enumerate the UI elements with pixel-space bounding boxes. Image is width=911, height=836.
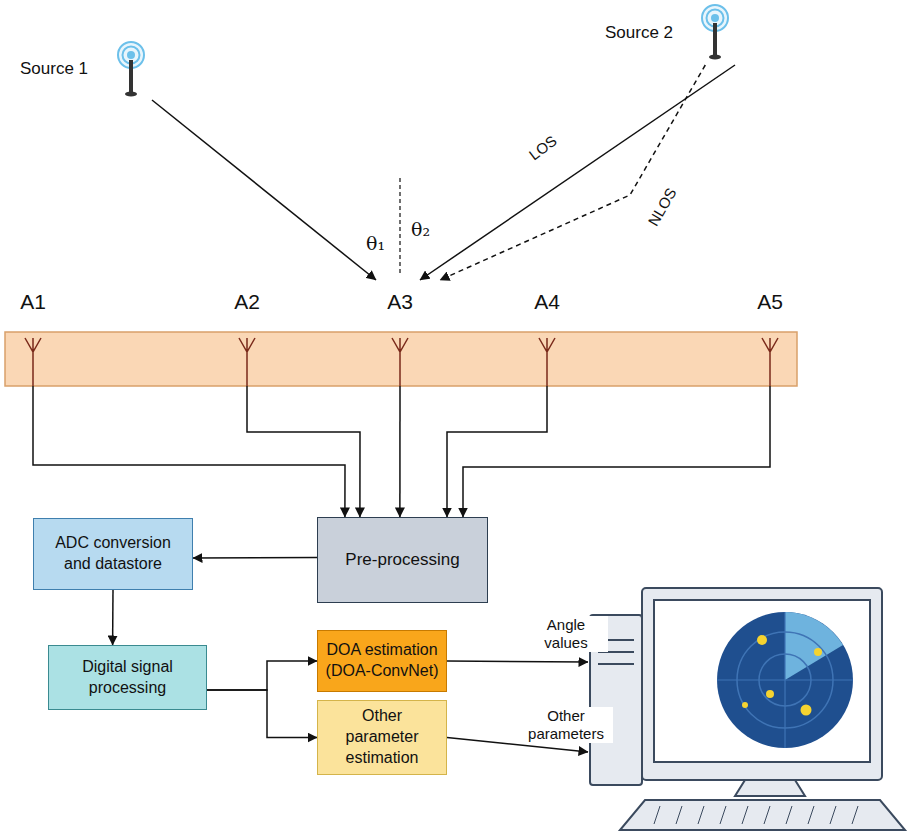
angle-label: θ₁	[366, 232, 385, 255]
edge-label: NLOS	[643, 183, 681, 231]
process-box: Other parameter estimation	[317, 700, 447, 775]
antenna-symbol	[239, 338, 255, 386]
normal-line	[399, 178, 400, 276]
keyboard-key	[742, 806, 748, 824]
box-text: DOA estimation (DOA-ConvNet)	[324, 640, 440, 682]
connector	[447, 386, 547, 517]
source-icon	[118, 42, 144, 97]
box-text: Pre-processing	[345, 549, 459, 571]
antenna-label: A2	[234, 290, 260, 314]
antenna-symbol	[762, 338, 778, 386]
antenna-label: A3	[387, 290, 413, 314]
text-group: ADC conversion and datastore	[40, 533, 186, 575]
text-group: A2	[234, 290, 260, 314]
keyboard-key	[698, 806, 704, 824]
antenna-symbol	[539, 338, 555, 386]
source-label: Source 1	[20, 59, 88, 79]
antenna-symbol	[392, 338, 408, 386]
process-box: DOA estimation (DOA-ConvNet)	[317, 630, 447, 692]
connector	[247, 386, 360, 517]
connector	[152, 100, 376, 280]
process-box: Pre-processing	[317, 517, 488, 603]
connector	[33, 386, 345, 517]
connector	[399, 386, 401, 517]
computer-icon	[590, 588, 905, 830]
source-icon	[702, 5, 728, 60]
text-group: DOA estimation (DOA-ConvNet)	[324, 640, 440, 682]
connector	[207, 690, 317, 738]
text-group: Source 1	[20, 59, 88, 79]
antenna-node: A4	[522, 280, 572, 386]
antenna-label: A1	[20, 290, 46, 314]
box-text: ADC conversion and datastore	[40, 533, 186, 575]
antenna-label: A5	[757, 290, 783, 314]
connector	[207, 661, 317, 690]
text-group: A3	[387, 290, 413, 314]
box-text: Other parameter estimation	[324, 706, 440, 768]
antenna-symbols	[25, 338, 778, 386]
connector	[193, 557, 317, 559]
box-text: Digital signal processing	[55, 657, 200, 699]
connector	[112, 590, 114, 645]
keyboard-key	[852, 806, 858, 824]
keyboard-key	[676, 806, 682, 824]
text-group: Digital signal processing	[55, 657, 200, 699]
connector	[420, 65, 735, 280]
text-group: Other parameter estimation	[324, 706, 440, 768]
radar-screen	[717, 612, 853, 748]
text-group: A4	[534, 290, 560, 314]
text-group: Source 2	[605, 23, 673, 43]
antenna-node: A3	[360, 280, 440, 386]
connector	[463, 386, 770, 517]
text-group: Pre-processing	[345, 549, 459, 571]
antenna-node: A1	[8, 280, 58, 386]
edge-label: Angle values	[524, 616, 608, 652]
antenna-node: A5	[745, 280, 795, 386]
antenna-array-band	[5, 332, 797, 386]
text-group: A5	[757, 290, 783, 314]
connector	[447, 661, 588, 662]
antenna-node: A2	[222, 280, 272, 386]
keyboard-key	[808, 806, 814, 824]
keyboard-key	[654, 806, 660, 824]
connector	[440, 65, 705, 280]
angle-label: θ₂	[411, 218, 430, 241]
process-box: Digital signal processing	[48, 645, 207, 710]
edge-label: Other parameters	[519, 707, 613, 743]
antenna-symbol	[25, 338, 41, 386]
antenna-label: A4	[534, 290, 560, 314]
process-box: ADC conversion and datastore	[33, 518, 193, 590]
keyboard-key	[720, 806, 726, 824]
source-node: Source 1	[15, 38, 152, 100]
source-label: Source 2	[605, 23, 673, 43]
edge-label: LOS	[524, 131, 562, 166]
computer-node	[588, 585, 906, 832]
keyboard-key	[830, 806, 836, 824]
source-node: Source 2	[600, 3, 735, 62]
keyboard-key	[764, 806, 770, 824]
keyboard-key	[786, 806, 792, 824]
text-group: A1	[20, 290, 46, 314]
